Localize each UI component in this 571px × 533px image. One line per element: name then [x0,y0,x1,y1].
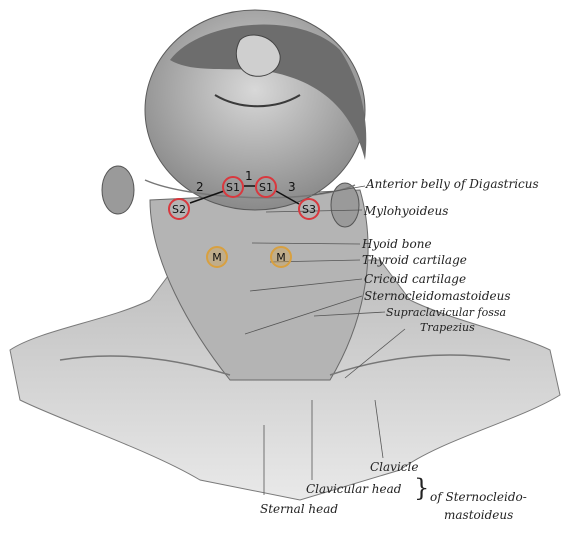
label-clavicular-head: Clavicular head [306,483,401,495]
label-cricoid: Cricoid cartilage [364,273,466,285]
segment-label-1: 1 [245,169,253,183]
site-s1-left: S1 [222,176,244,198]
site-s1-right-text: S1 [259,181,273,194]
label-sternocleido: Sternocleidomastoideus [364,290,510,302]
site-s3-text: S3 [302,203,316,216]
segment-label-3: 3 [288,180,296,194]
site-m-left: M [206,246,228,268]
label-sternal-head: Sternal head [260,503,338,515]
site-s2-text: S2 [172,203,186,216]
label-clavicle: Clavicle [370,461,418,473]
left-ear [102,166,134,214]
label-trapezius: Trapezius [420,322,475,333]
label-mylohyoideus: Mylohyoideus [364,205,448,217]
label-hyoid: Hyoid bone [362,238,432,250]
site-s1-left-text: S1 [226,181,240,194]
site-s3: S3 [298,198,320,220]
label-thyroid: Thyroid cartilage [362,254,467,266]
site-m-left-text: M [212,251,222,264]
site-s2: S2 [168,198,190,220]
label-supraclavicular: Supraclavicular fossa [386,307,506,318]
site-s1-right: S1 [255,176,277,198]
label-of-sternocleido: of Sternocleido- [430,491,527,503]
label-digastricus: Anterior belly of Digastricus [366,178,539,190]
segment-label-2: 2 [196,180,204,194]
label-mastoideus: mastoideus [444,509,513,521]
site-m-right-text: M [276,251,286,264]
brace-icon: } [414,476,429,500]
site-m-right: M [270,246,292,268]
